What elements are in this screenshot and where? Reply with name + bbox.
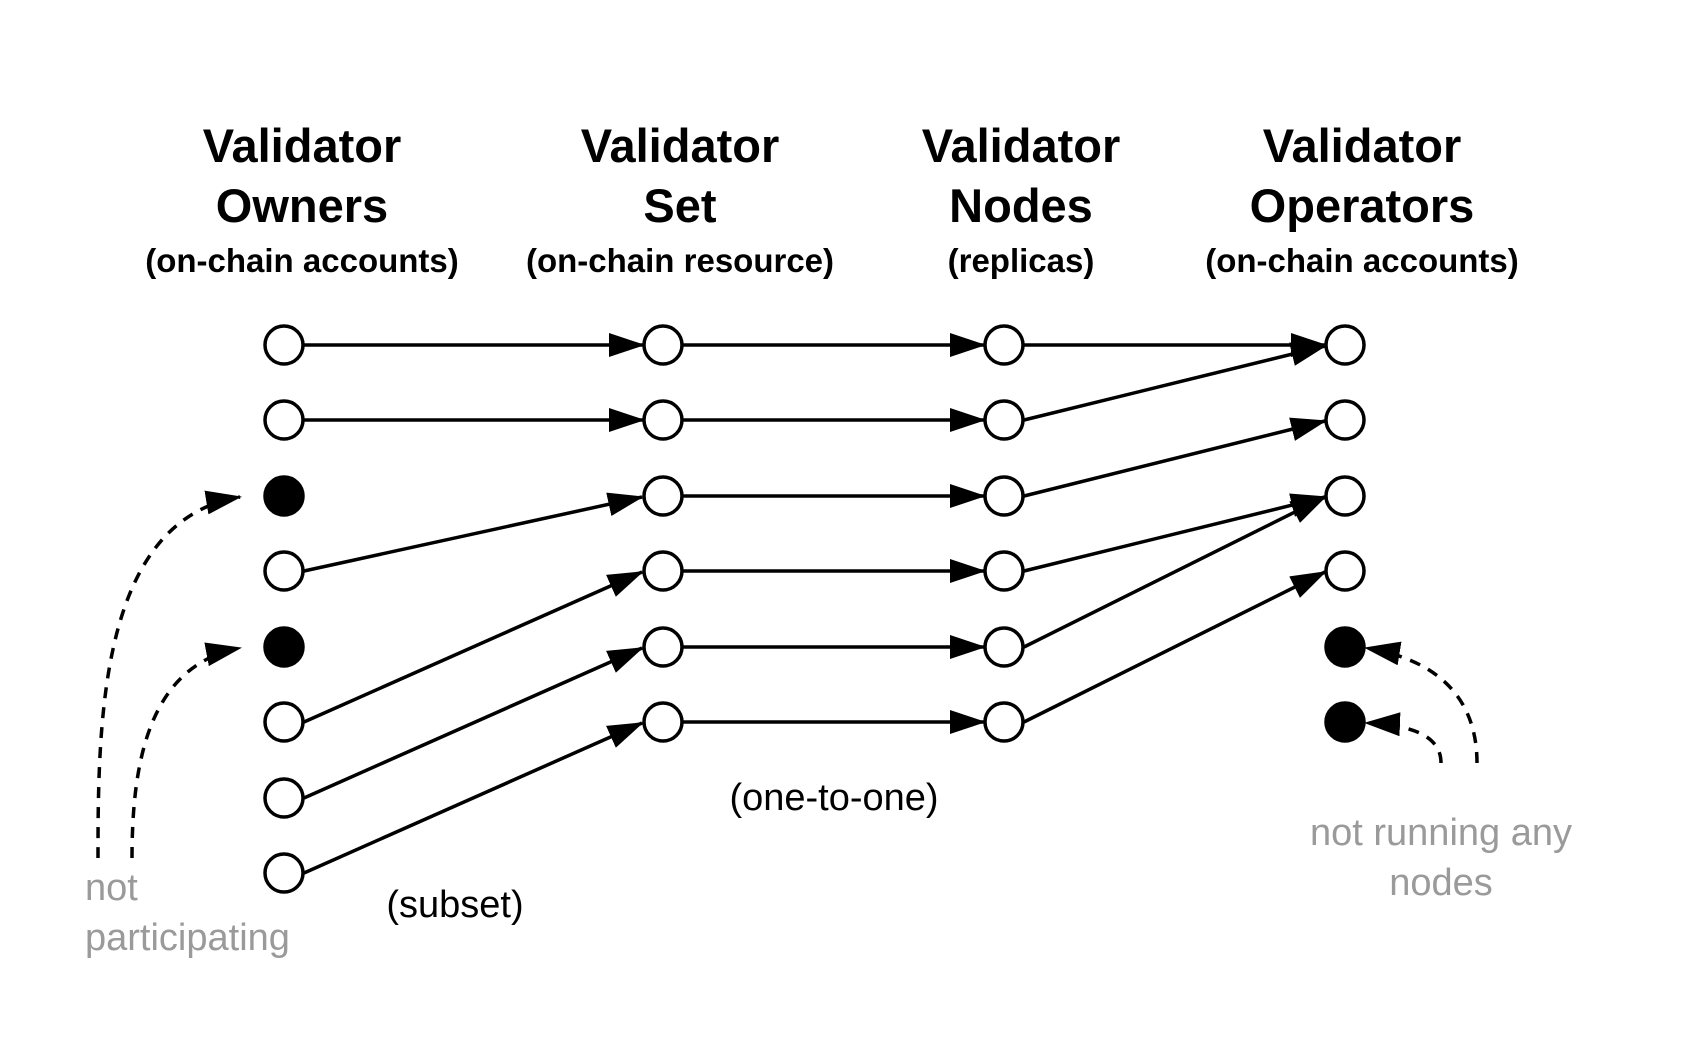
replica-node [983,701,1025,743]
operator-node [1324,324,1366,366]
operators-title-line2: Operators [1250,179,1475,232]
dashed-callouts [96,490,1479,859]
not-participating-line2: participating [85,917,290,959]
owner-node-not-participating [263,626,305,668]
edge-owner7-set5 [303,646,644,800]
set-node [642,399,684,441]
owner-node [263,550,305,592]
operator-node-not-running [1324,701,1366,743]
subset-label: (subset) [386,884,523,926]
set-nodes [642,324,684,743]
set-node [642,626,684,668]
column-operators-header: Validator Operators (on-chain accounts) [1205,119,1519,279]
set-to-nodes-edges [683,333,986,734]
dashed-arrow-not-participating-2 [130,642,242,859]
edge-owner4-set3 [303,492,644,573]
set-node [642,701,684,743]
set-node [642,550,684,592]
nodes-to-operators-edges [1023,333,1327,724]
dashed-arrow-not-running-2 [1364,712,1443,764]
nodes-title-line2: Nodes [949,179,1093,232]
set-subtitle: (on-chain resource) [526,242,834,279]
edge-node5-op3 [1023,495,1327,649]
not-running-line1: not running any [1310,812,1572,854]
column-nodes-header: Validator Nodes (replicas) [922,119,1121,279]
operators-title-line1: Validator [1263,119,1462,172]
owner-node [263,324,305,366]
owner-node [263,852,305,894]
set-node [642,475,684,517]
dashed-arrow-not-running-1 [1364,641,1479,764]
not-running-line2: nodes [1389,862,1493,904]
edge-owner6-set4 [303,570,644,724]
nodes-subtitle: (replicas) [948,242,1095,279]
owner-node [263,777,305,819]
replica-node [983,475,1025,517]
dashed-arrow-not-participating-1 [96,490,242,859]
owner-node [263,399,305,441]
replica-node [983,550,1025,592]
one-to-one-label: (one-to-one) [729,777,938,819]
owners-title-line2: Owners [216,179,388,232]
edge-node2-op1 [1023,342,1327,422]
not-participating-line1: not [85,867,138,909]
owner-node-not-participating [263,475,305,517]
owner-node [263,701,305,743]
operator-node-not-running [1324,626,1366,668]
replica-node [983,324,1025,366]
owners-title-line1: Validator [203,119,402,172]
column-set-header: Validator Set (on-chain resource) [526,119,834,279]
owners-subtitle: (on-chain accounts) [145,242,459,279]
replica-nodes [983,324,1025,743]
owners-nodes [263,324,305,894]
replica-node [983,626,1025,668]
edge-node6-op4 [1023,570,1327,724]
operators-subtitle: (on-chain accounts) [1205,242,1519,279]
operator-node [1324,475,1366,517]
owners-to-set-edges [303,333,645,875]
operator-node [1324,550,1366,592]
edge-owner8-set6 [303,721,644,875]
column-owners-header: Validator Owners (on-chain accounts) [145,119,459,279]
edge-node4-op3 [1023,493,1327,573]
set-title-line1: Validator [581,119,780,172]
nodes-title-line1: Validator [922,119,1121,172]
set-title-line2: Set [643,179,716,232]
operator-node [1324,399,1366,441]
operator-nodes [1324,324,1366,743]
replica-node [983,399,1025,441]
edge-node3-op2 [1023,417,1327,498]
set-node [642,324,684,366]
